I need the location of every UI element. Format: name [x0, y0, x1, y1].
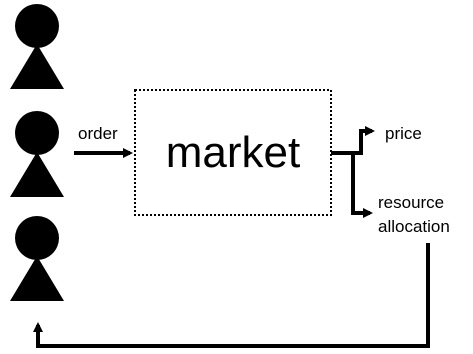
- price-label: price: [385, 124, 422, 143]
- agent-icon-top: [10, 4, 64, 89]
- resource-label-line1: resource: [378, 193, 444, 212]
- resource-allocation-arrow: [349, 151, 373, 218]
- price-arrow: [331, 126, 375, 155]
- agent-icon-bottom: [10, 216, 64, 301]
- order-label: order: [78, 124, 118, 143]
- feedback-arrow: [33, 243, 430, 348]
- market-label: market: [166, 128, 300, 177]
- agent-icon-middle: [10, 111, 64, 197]
- resource-label-line2: allocation: [378, 217, 450, 236]
- market-box: [134, 89, 332, 216]
